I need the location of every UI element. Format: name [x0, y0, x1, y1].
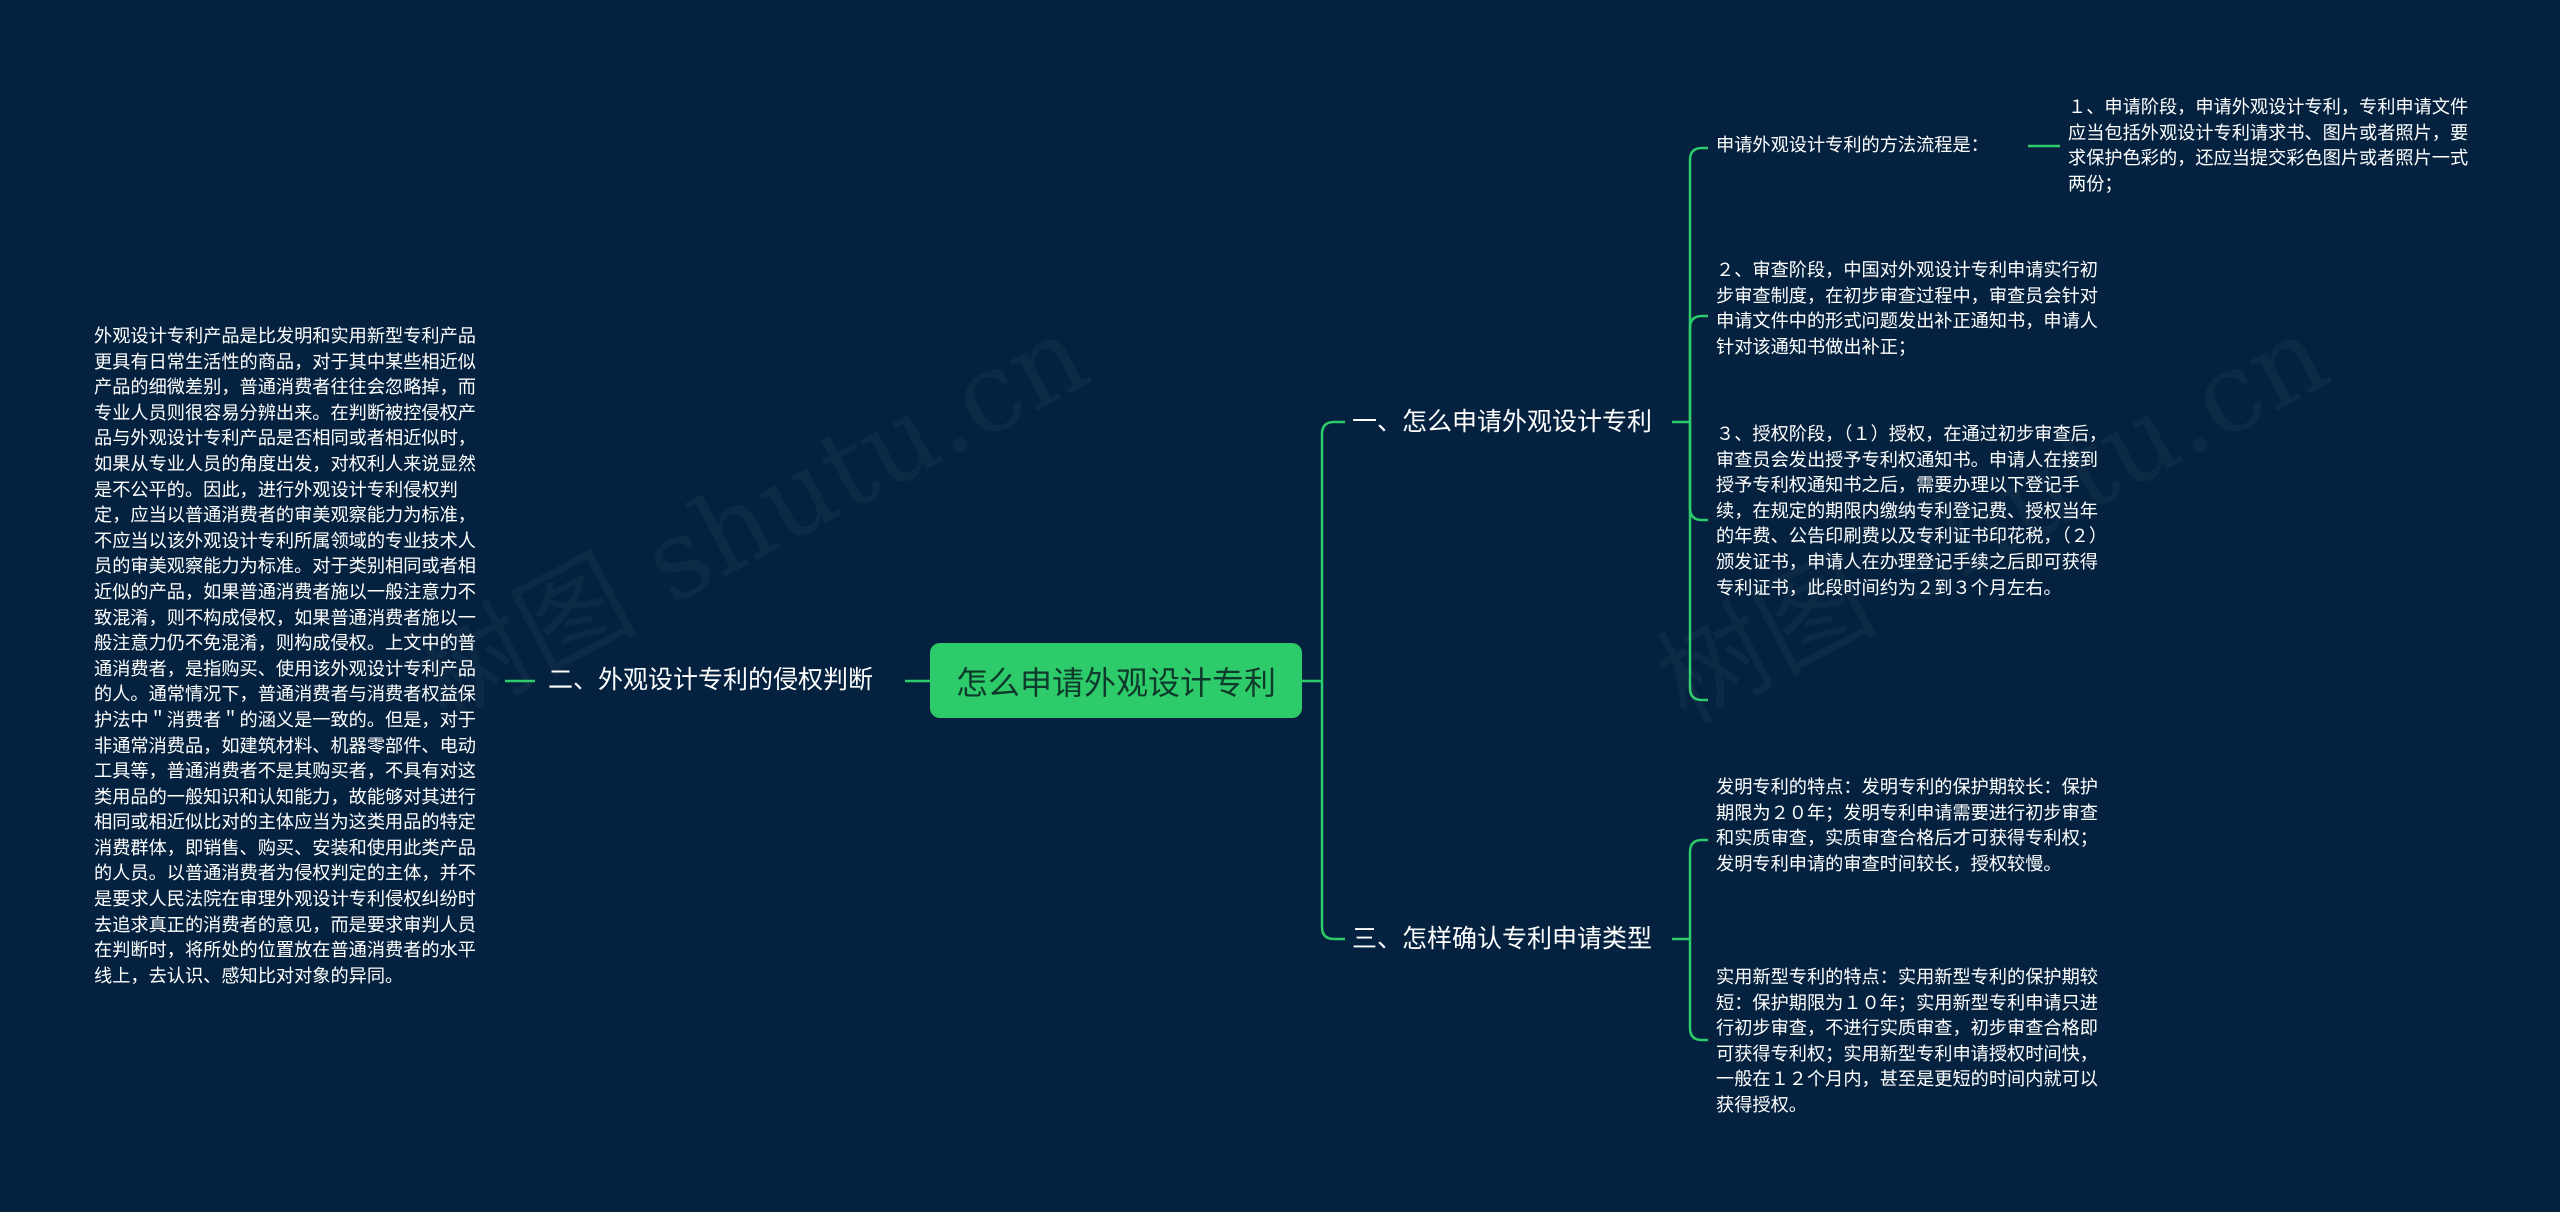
patent-type-link-1: [1688, 939, 1708, 1042]
leaf-invention-patent[interactable]: 发明专利的特点：发明专利的保护期较长：保护期限为２０年；发明专利申请需要进行初步…: [1716, 777, 2098, 875]
branch-patent-type[interactable]: 三、怎样确认专利申请类型: [1352, 924, 1653, 953]
apply-link-3: [1688, 422, 1708, 702]
leaf-application-stage[interactable]: １、申请阶段，申请外观设计专利，专利申请文件应当包括外观设计专利请求书、图片或者…: [2068, 97, 2469, 195]
patent-type-link-0: [1688, 838, 1708, 939]
leaf-examination-stage[interactable]: ２、审查阶段，中国对外观设计专利申请实行初步审查制度，在初步审查过程中，审查员会…: [1716, 260, 2098, 358]
branch-apply[interactable]: 一、怎么申请外观设计专利: [1352, 407, 1653, 436]
root-right-link-0: [1320, 420, 1345, 681]
leaf-method-flow[interactable]: 申请外观设计专利的方法流程是：: [1716, 135, 1989, 156]
apply-link-1: [1688, 314, 1708, 422]
root-topic[interactable]: 怎么申请外观设计专利: [930, 643, 1302, 718]
leaf-grant-stage[interactable]: ３、授权阶段，（１）授权，在通过初步审查后，审查员会发出授予专利权通知书。申请人…: [1716, 424, 2108, 599]
branch-infringement[interactable]: 二、外观设计专利的侵权判断: [548, 665, 874, 694]
apply-link-2: [1688, 422, 1708, 522]
leaf-utility-model[interactable]: 实用新型专利的特点：实用新型专利的保护期较短：保护期限为１０年；实用新型专利申请…: [1716, 967, 2098, 1116]
root-right-link-1: [1320, 681, 1345, 941]
leaf-infringement-text[interactable]: 外观设计专利产品是比发明和实用新型专利产品更具有日常生活性的商品，对于其中某些相…: [94, 326, 476, 987]
apply-link-0: [1688, 146, 1708, 422]
